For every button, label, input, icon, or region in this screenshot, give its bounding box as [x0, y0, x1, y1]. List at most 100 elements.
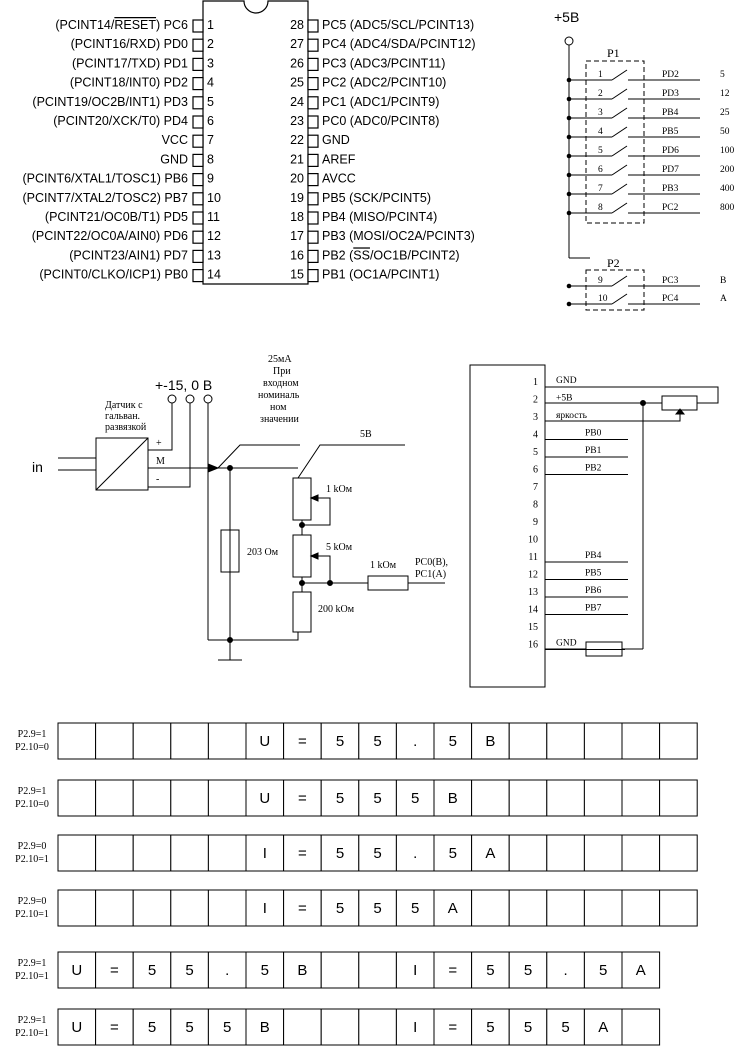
display-condition-2: P2.10=1 [15, 971, 49, 982]
pin-number-left: 6 [207, 114, 214, 128]
pin-label-left: (PCINT6/XTAL1/TOSC1) PB6 [22, 172, 188, 186]
display-char: A [598, 1019, 608, 1036]
lcd-pin-label: яркость [556, 411, 588, 421]
supply-voltage-label: +-15, 0 В [155, 377, 212, 393]
pin-square-left [192, 115, 204, 129]
display-char: U [71, 1019, 82, 1036]
lcd-pin-number: 10 [528, 535, 538, 546]
display-cell [283, 951, 322, 989]
note-line-5: ном [270, 402, 287, 413]
display-char: I [413, 1019, 417, 1036]
switch-number: 4 [598, 127, 603, 137]
pin-label-right: PC4 (ADC4/SDA/PCINT12) [322, 37, 476, 51]
display-cell [395, 951, 435, 989]
lcd-pin-label: PB7 [585, 604, 602, 614]
display-char: U [259, 790, 270, 807]
display-cell [170, 834, 209, 872]
display-char: = [298, 790, 307, 807]
pin-label-left: (PCINT7/XTAL2/TOSC2) PB7 [22, 191, 188, 205]
plus-label: + [156, 438, 162, 449]
display-cell [207, 834, 247, 872]
pin-square-right [307, 153, 319, 167]
switch-number: 5 [598, 146, 603, 156]
display-cell [132, 951, 172, 989]
pin-square-left [192, 192, 204, 206]
pin-square-right [307, 76, 319, 91]
lcd-pin-label: +5В [556, 394, 572, 404]
display-cell [508, 722, 548, 760]
pin-number-right: 24 [290, 95, 304, 109]
lcd-pin-number: 13 [528, 587, 538, 598]
switch-contact [611, 69, 628, 81]
display-cell [207, 889, 247, 927]
pin-label-right: GND [322, 133, 350, 147]
display-cell [57, 779, 97, 817]
display-cell [395, 779, 435, 817]
sensor-box [95, 437, 149, 491]
resistor-5k [292, 534, 312, 578]
display-cell [395, 722, 435, 760]
pin-number-left: 7 [207, 133, 214, 147]
lcd-pin-label: PB1 [585, 446, 602, 456]
display-cell [433, 889, 473, 927]
pin-label-left: VCC [162, 133, 188, 147]
switch-value: 100 [720, 146, 735, 156]
lcd-pin-number: 4 [533, 430, 538, 441]
pin-label-right: PC2 (ADC2/PCINT10) [322, 76, 446, 90]
resistor-5k-label: 5 kОм [326, 542, 353, 553]
pin-label-left: (PCINT20/XCK/T0) PD4 [53, 114, 188, 128]
switch-value: 50 [720, 127, 730, 137]
switch-contact [611, 202, 628, 214]
pin-label-right: PB1 (OC1A/PCINT1) [322, 268, 439, 282]
pin-square-left [192, 134, 204, 148]
pin-square-left [192, 249, 204, 263]
pin-number-left: 1 [207, 18, 214, 32]
display-cell [320, 1008, 360, 1046]
pin-square-right [307, 115, 319, 129]
switch-port: PB4 [662, 108, 679, 118]
pin-label-left: (PCINT21/OC0B/T1) PD5 [45, 210, 188, 224]
display-cell [245, 889, 285, 927]
display-condition-2: P2.10=1 [15, 854, 49, 865]
display-cell [358, 889, 397, 927]
display-cell [659, 779, 698, 817]
pin-square-left [192, 57, 204, 72]
display-cell [320, 889, 360, 927]
pin-label-right: PB2 (SS/OC1B/PCINT2) [322, 248, 460, 262]
pin-square-right [307, 38, 319, 52]
display-cell [583, 722, 623, 760]
switch-value: В [720, 276, 726, 286]
pin-number-left: 11 [207, 210, 220, 224]
lcd-pin-label: PB0 [585, 429, 602, 439]
display-condition-1: P2.9=1 [18, 958, 47, 969]
display-char: 5 [185, 962, 193, 979]
pin-number-left: 3 [207, 56, 214, 70]
pin-label-left: (PCINT22/OC0A/AIN0) PD6 [32, 229, 188, 243]
display-char: 5 [599, 962, 607, 979]
pin-number-left: 13 [207, 248, 221, 262]
switch-contact [611, 183, 628, 195]
display-cell [508, 779, 548, 817]
switch-value: 5 [720, 70, 725, 80]
display-cell [57, 722, 97, 760]
display-cell [621, 722, 661, 760]
shunt-resistor-label: 203 Ом [247, 547, 279, 558]
p1-label: P1 [607, 46, 620, 60]
switch-contact [611, 145, 628, 157]
pin-square-left [192, 38, 204, 52]
display-char: 5 [336, 733, 344, 750]
display-cell [583, 889, 623, 927]
display-char: = [298, 733, 307, 750]
display-cell [95, 951, 134, 989]
pin-label-left: (PCINT0/CLKO/ICP1) PB0 [39, 268, 188, 282]
pin-square-left [192, 19, 204, 33]
display-char: 5 [336, 845, 344, 862]
terminal-3 [203, 394, 213, 404]
display-cell [471, 779, 510, 817]
display-char: I [263, 845, 267, 862]
display-char: A [448, 900, 458, 917]
display-char: . [413, 845, 417, 862]
switch-port: PD6 [662, 146, 679, 156]
